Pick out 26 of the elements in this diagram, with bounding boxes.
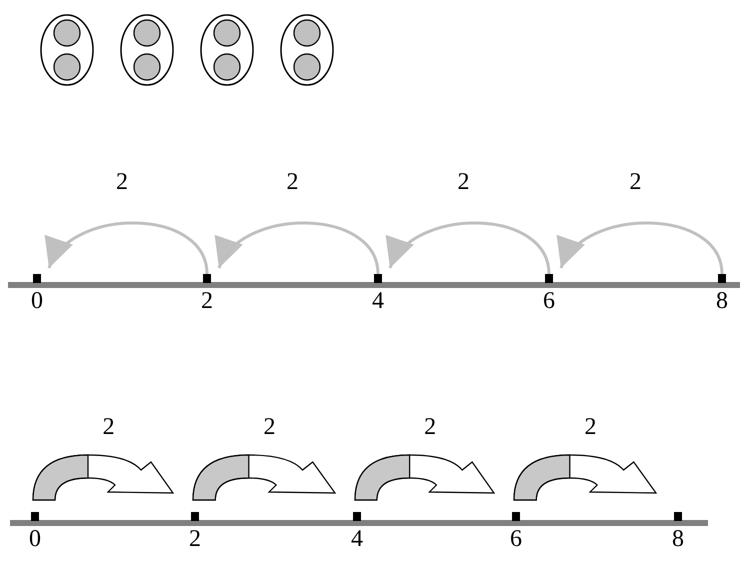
curved-block-arrow <box>513 454 657 501</box>
tick-label: 8 <box>672 527 684 551</box>
tick-label: 2 <box>189 527 201 551</box>
tick-label: 6 <box>543 289 555 313</box>
edge-label: 2 <box>424 415 436 439</box>
curved-block-arrow <box>192 454 336 501</box>
arc-arrow <box>218 222 380 274</box>
edge-label: 2 <box>102 415 115 439</box>
tick-label: 0 <box>29 527 41 551</box>
arc-arrow <box>48 222 208 274</box>
tick-label: 6 <box>510 527 522 551</box>
tick-label: 8 <box>716 289 728 313</box>
edge-label: 2 <box>584 415 597 439</box>
edge-label: 2 <box>116 170 128 194</box>
curved-block-arrow <box>354 454 495 501</box>
arc-arrow <box>388 222 550 274</box>
tick-label: 2 <box>201 289 213 313</box>
edge-label: 2 <box>458 170 470 194</box>
tick-label: 0 <box>31 289 43 313</box>
edge-label: 2 <box>286 170 298 194</box>
arc-arrow <box>560 222 724 274</box>
curved-block-arrow <box>32 454 174 501</box>
edge-label: 2 <box>630 170 642 194</box>
tick-label: 4 <box>372 289 384 313</box>
tick-label: 4 <box>351 527 363 551</box>
edge-label: 2 <box>264 415 276 439</box>
